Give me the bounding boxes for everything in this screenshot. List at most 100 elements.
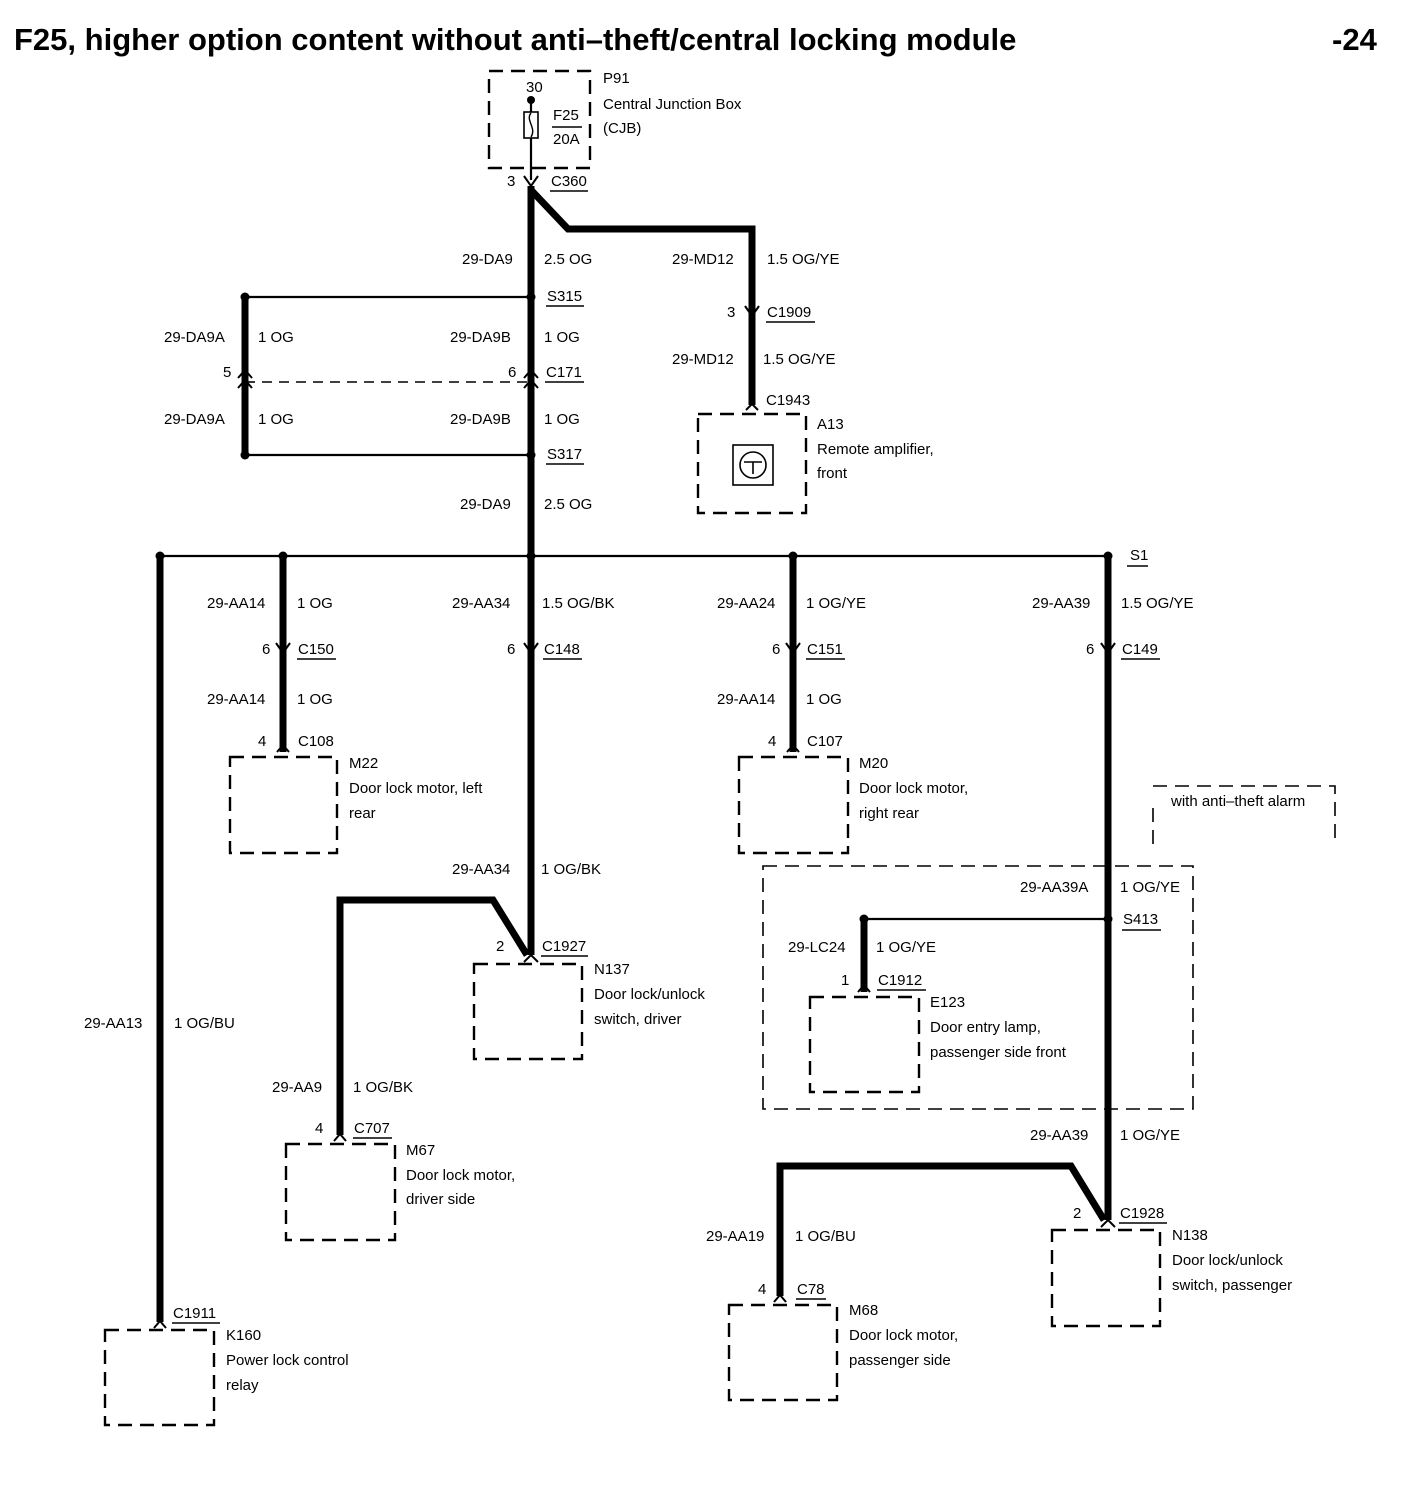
- c148-pin: 6: [507, 641, 515, 658]
- c1909-label: C1909: [767, 304, 811, 321]
- c1909-connector-symbol: [744, 305, 760, 318]
- c1928-pin: 2: [1073, 1205, 1081, 1222]
- wire-aa14-a-circuit: 29-AA14: [207, 595, 265, 612]
- c1912-pin: 1: [841, 972, 849, 989]
- m22-line1: Door lock motor, left: [349, 780, 483, 797]
- c171-label: C171: [546, 364, 582, 381]
- wire-aa24-circuit: 29-AA24: [717, 595, 775, 612]
- m68-id: M68: [849, 1302, 878, 1319]
- c1911-label: C1911: [173, 1305, 216, 1322]
- diagram-title: F25, higher option content without anti–…: [14, 22, 1016, 57]
- wire-aa14-a-spec: 1 OG: [297, 595, 333, 612]
- c151-label: C151: [807, 641, 843, 658]
- c707-connector-symbol: [333, 1132, 347, 1142]
- wire-da9b-1-spec: 1 OG: [544, 329, 580, 346]
- wire-aa39-a-spec: 1.5 OG/YE: [1121, 595, 1194, 612]
- option-note-box: [1152, 785, 1336, 846]
- c1927-connector-symbol: [523, 953, 539, 963]
- n137-line1: Door lock/unlock: [594, 986, 705, 1003]
- wire-da9b-1-circuit: 29-DA9B: [450, 329, 511, 346]
- c1927-label: C1927: [542, 938, 586, 955]
- wire-aa9-spec: 1 OG/BK: [353, 1079, 413, 1096]
- m68-box: [727, 1303, 839, 1402]
- wire-aa9: [336, 896, 530, 1135]
- e123-box: [808, 995, 921, 1094]
- wire-aa14-b-spec: 1 OG: [297, 691, 333, 708]
- wire-aa13-circuit: 29-AA13: [84, 1015, 142, 1032]
- c1927-pin: 2: [496, 938, 504, 955]
- c78-pin: 4: [758, 1281, 766, 1298]
- cjb-abbr: (CJB): [603, 120, 641, 137]
- wire-aa19-spec: 1 OG/BU: [795, 1228, 856, 1245]
- c151-pin: 6: [772, 641, 780, 658]
- a13-line2: front: [817, 465, 848, 482]
- m67-line2: driver side: [406, 1191, 475, 1208]
- wire-aa34-b-circuit: 29-AA34: [452, 861, 510, 878]
- wire-aa34-a-spec: 1.5 OG/BK: [542, 595, 615, 612]
- c108-pin: 4: [258, 733, 266, 750]
- wire-aa19-circuit: 29-AA19: [706, 1228, 764, 1245]
- m22-box: [228, 755, 339, 855]
- wire-aa14-c-spec: 1 OG: [806, 691, 842, 708]
- wire-aa19: [776, 1162, 1107, 1296]
- cjb-box: [487, 69, 592, 170]
- fuse-pin-label: 30: [526, 79, 543, 96]
- m68-line1: Door lock motor,: [849, 1327, 958, 1344]
- wire-aa9-circuit: 29-AA9: [272, 1079, 322, 1096]
- c1912-connector-symbol: [857, 983, 871, 993]
- n138-line1: Door lock/unlock: [1172, 1252, 1283, 1269]
- c1912-label: C1912: [878, 972, 922, 989]
- wire-da9-top-spec: 2.5 OG: [544, 251, 592, 268]
- c707-pin: 4: [315, 1120, 323, 1137]
- c107-connector-symbol: [786, 743, 800, 753]
- wire-aa39-a-circuit: 29-AA39: [1032, 595, 1090, 612]
- c150-connector-symbol: [275, 642, 291, 655]
- m22-id: M22: [349, 755, 378, 772]
- option-note: with anti–theft alarm: [1170, 793, 1305, 810]
- s413-label: S413: [1123, 911, 1158, 928]
- m20-box: [737, 755, 850, 855]
- cjb-id: P91: [603, 70, 630, 87]
- wire-lc24-circuit: 29-LC24: [788, 939, 846, 956]
- n138-line2: switch, passenger: [1172, 1277, 1292, 1294]
- c171-pin-right: 6: [508, 364, 516, 381]
- wire-aa34-b-spec: 1 OG/BK: [541, 861, 601, 878]
- c151-connector-symbol: [785, 642, 801, 655]
- n137-line2: switch, driver: [594, 1011, 682, 1028]
- c1928-connector-symbol: [1100, 1218, 1116, 1228]
- a13-line1: Remote amplifier,: [817, 441, 934, 458]
- k160-id: K160: [226, 1327, 261, 1344]
- a13-box: [696, 412, 808, 515]
- c78-connector-symbol: [773, 1293, 787, 1303]
- c360-pin: 3: [507, 173, 515, 190]
- wire-da9-bottom-spec: 2.5 OG: [544, 496, 592, 513]
- wire-aa24-spec: 1 OG/YE: [806, 595, 866, 612]
- c360-label: C360: [551, 173, 587, 190]
- s1-label: S1: [1130, 547, 1148, 564]
- fuse-rating: 20A: [553, 131, 580, 148]
- wire-md12-b-spec: 1.5 OG/YE: [763, 351, 836, 368]
- s315-splice: [526, 292, 536, 302]
- wire-aa14-b-circuit: 29-AA14: [207, 691, 265, 708]
- page-number: -24: [1332, 22, 1378, 57]
- wire-md12-b-circuit: 29-MD12: [672, 351, 734, 368]
- a13-id: A13: [817, 416, 844, 433]
- m68-line2: passenger side: [849, 1352, 951, 1369]
- wire-da9b-2-circuit: 29-DA9B: [450, 411, 511, 428]
- c150-label: C150: [298, 641, 334, 658]
- e123-line1: Door entry lamp,: [930, 1019, 1041, 1036]
- m67-id: M67: [406, 1142, 435, 1159]
- c171-pin-left: 5: [223, 364, 231, 381]
- c108-label: C108: [298, 733, 334, 750]
- m22-line2: rear: [349, 805, 376, 822]
- wire-md12-a-spec: 1.5 OG/YE: [767, 251, 840, 268]
- e123-id: E123: [930, 994, 965, 1011]
- s413-splice: [1103, 914, 1113, 924]
- c149-connector-symbol: [1100, 642, 1116, 655]
- wire-da9-top-circuit: 29-DA9: [462, 251, 513, 268]
- wire-lc24-spec: 1 OG/YE: [876, 939, 936, 956]
- fuse-id: F25: [553, 107, 579, 124]
- c107-label: C107: [807, 733, 843, 750]
- wire-da9a-1-circuit: 29-DA9A: [164, 329, 225, 346]
